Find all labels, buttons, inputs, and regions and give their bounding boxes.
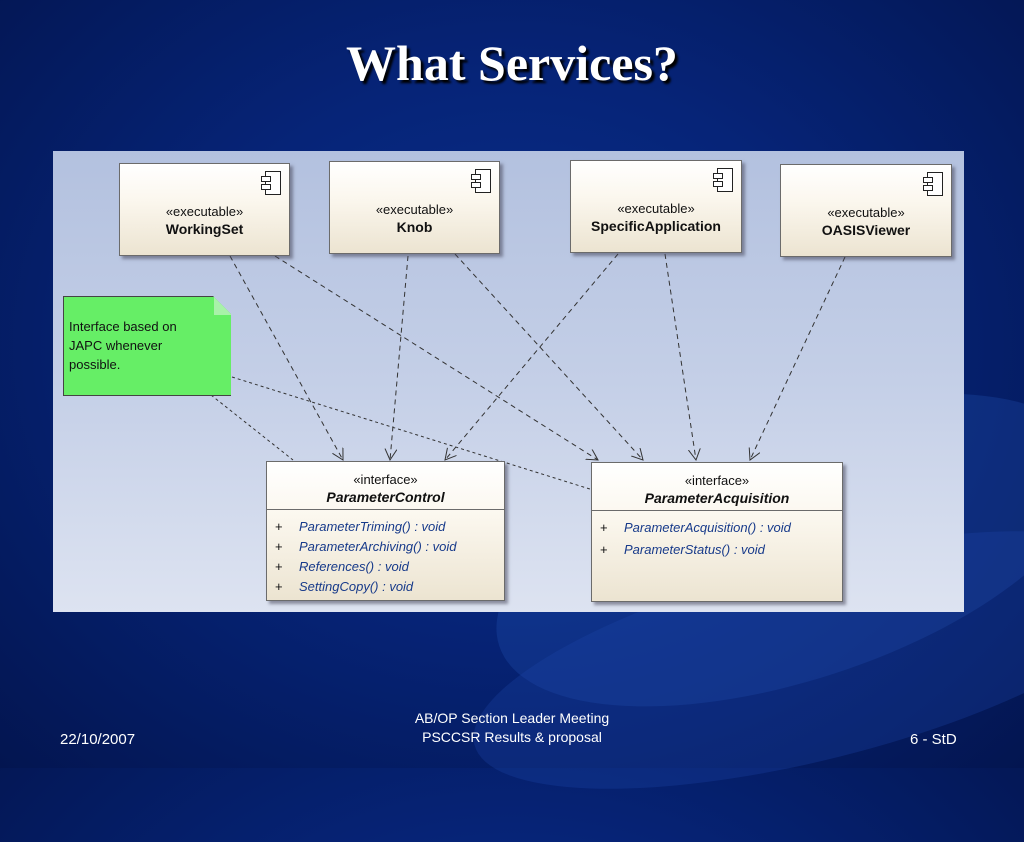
footer-date: 22/10/2007	[60, 731, 136, 748]
component-stereotype: «executable»	[165, 204, 244, 219]
arrow-specificapp-control	[445, 253, 619, 460]
component-name: OASISViewer	[821, 222, 911, 238]
note[interactable]: Interface based on JAPC whenever possibl…	[63, 296, 231, 396]
component-icon	[471, 169, 491, 193]
arrow-knob-acquisition	[454, 253, 643, 460]
interface-name: ParameterAcquisition	[644, 490, 790, 506]
slide-title: What Services?	[346, 35, 678, 91]
arrow-workingset-control	[229, 255, 343, 460]
footer-page-number: 6 - StD	[910, 731, 957, 748]
dependency-arrows	[210, 253, 846, 491]
arrow-knob-control	[390, 255, 409, 460]
interface-name: ParameterControl	[326, 489, 445, 505]
arrow-workingset-acquisition	[274, 255, 598, 460]
component-specificapplication[interactable]: «executable» SpecificApplication	[570, 160, 742, 253]
operation-signature: SettingCopy() : void	[299, 579, 414, 594]
component-stereotype: «executable»	[375, 202, 454, 217]
uml-diagram: «executable» WorkingSet «executable» Kno…	[53, 151, 964, 612]
operation-signature: ParameterArchiving() : void	[299, 539, 457, 554]
component-name: Knob	[396, 219, 433, 235]
interface-header: «interface» ParameterAcquisition	[592, 463, 842, 511]
interface-stereotype: «interface»	[684, 473, 750, 488]
arrow-specificapp-acquisition	[664, 253, 696, 460]
note-text: Interface based on JAPC whenever possibl…	[69, 319, 177, 372]
operation-signature: References() : void	[299, 559, 409, 574]
interface-stereotype: «interface»	[353, 472, 418, 487]
interface-parametercontrol[interactable]: «interface» ParameterControl + Parameter…	[266, 461, 505, 601]
operation-signature: ParameterTriming() : void	[299, 519, 446, 534]
component-name: SpecificApplication	[591, 218, 721, 234]
component-knob[interactable]: «executable» Knob	[329, 161, 500, 254]
component-oasisviewer[interactable]: «executable» OASISViewer	[780, 164, 952, 257]
component-stereotype: «executable»	[617, 201, 695, 216]
component-name: WorkingSet	[165, 221, 244, 237]
footer-subtitle: PSCCSR Results & proposal	[422, 729, 602, 745]
operation-signature: ParameterStatus() : void	[624, 542, 765, 557]
component-icon	[923, 172, 943, 196]
component-workingset[interactable]: «executable» WorkingSet	[119, 163, 290, 256]
operation-signature: ParameterAcquisition() : void	[624, 520, 791, 535]
component-stereotype: «executable»	[827, 205, 905, 220]
footer-meeting: AB/OP Section Leader Meeting	[414, 710, 610, 726]
interface-parameteracquisition[interactable]: «interface» ParameterAcquisition + Param…	[591, 462, 843, 602]
note-link-control	[210, 394, 294, 461]
component-icon	[261, 171, 281, 195]
component-icon	[713, 168, 733, 192]
interface-header: «interface» ParameterControl	[267, 462, 504, 510]
footer-center: AB/OP Section Leader Meeting PSCCSR Resu…	[362, 709, 662, 747]
arrow-oasis-acquisition	[750, 256, 846, 460]
